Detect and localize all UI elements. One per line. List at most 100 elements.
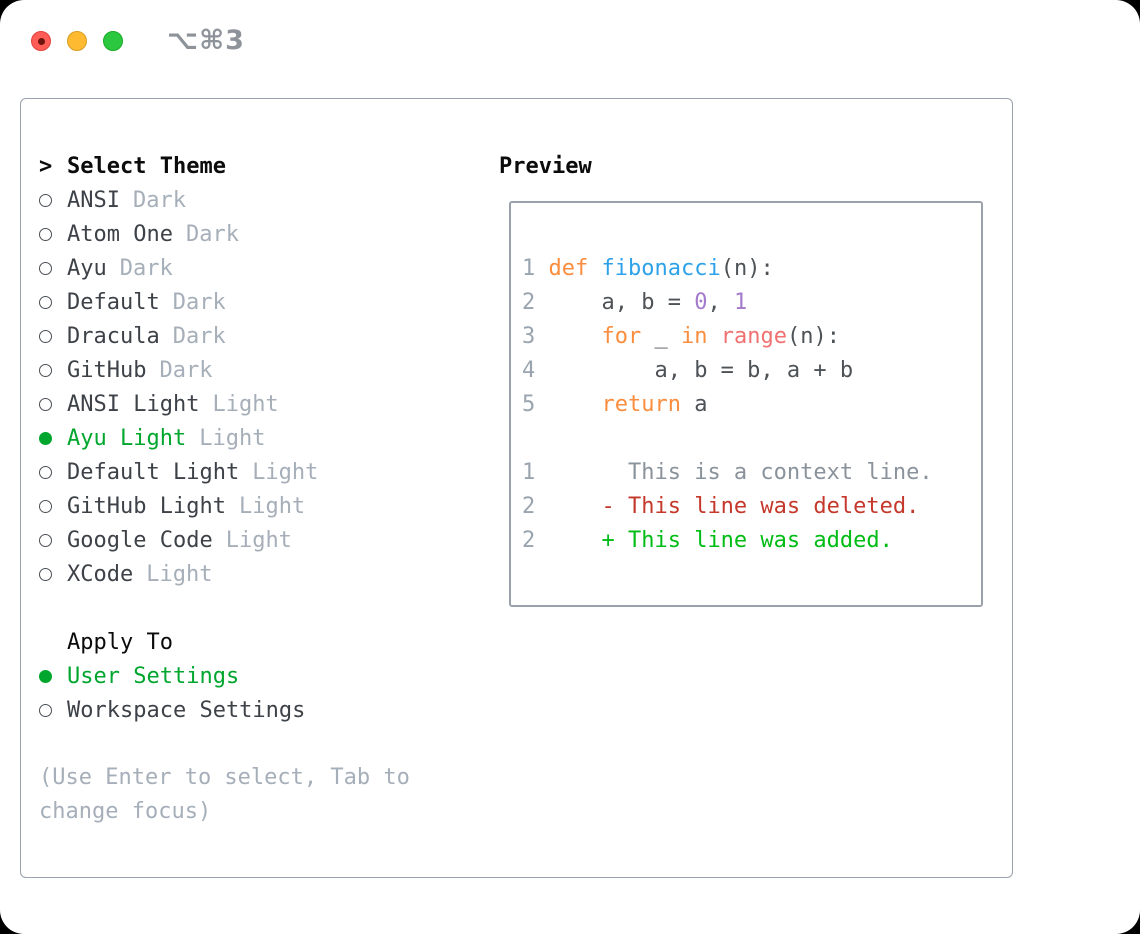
code-token: 1 bbox=[733, 289, 748, 315]
radio-icon bbox=[39, 533, 67, 547]
theme-option-label: Dracula bbox=[67, 323, 160, 349]
code-token bbox=[707, 324, 720, 349]
radio-icon bbox=[39, 329, 67, 343]
preview-line bbox=[522, 421, 933, 455]
theme-option-label: Ayu Light bbox=[67, 425, 187, 451]
circle-glyph bbox=[39, 431, 52, 445]
code-token: in bbox=[680, 323, 708, 349]
theme-option-ayu[interactable]: Ayu Dark bbox=[39, 251, 483, 285]
line-number: 3 bbox=[522, 323, 549, 349]
circle-glyph bbox=[39, 533, 52, 547]
code-token: a bbox=[680, 391, 708, 417]
radio-icon bbox=[39, 567, 67, 581]
code-token: (n): bbox=[720, 255, 774, 281]
code-token: _ bbox=[641, 323, 681, 349]
theme-variant-label: Dark bbox=[132, 187, 186, 213]
window-titlebar: ⌥⌘3 bbox=[0, 0, 1140, 80]
radio-selected-icon bbox=[39, 669, 67, 683]
code-token: + This line was added. bbox=[548, 527, 893, 553]
code-token: return bbox=[601, 391, 681, 417]
preview-line: 3 for _ in range(n): bbox=[522, 319, 933, 353]
theme-variant-label: Dark bbox=[159, 357, 213, 383]
theme-option-label: GitHub bbox=[67, 357, 147, 383]
theme-option-github-light[interactable]: GitHub Light Light bbox=[39, 489, 483, 523]
radio-selected-icon bbox=[39, 431, 67, 445]
theme-variant-label: Dark bbox=[172, 323, 226, 349]
line-number: 2 bbox=[522, 527, 549, 553]
close-dot-icon bbox=[37, 37, 45, 45]
theme-option-xcode[interactable]: XCode Light bbox=[39, 557, 483, 591]
maximize-button[interactable] bbox=[103, 31, 123, 51]
circle-glyph bbox=[39, 363, 52, 377]
preview-line: 2 + This line was added. bbox=[522, 523, 933, 557]
theme-option-label: Default Light bbox=[67, 459, 240, 485]
circle-glyph bbox=[39, 669, 52, 683]
theme-option-label: ANSI Light bbox=[67, 391, 200, 417]
preview-line: 1 This is a context line. bbox=[522, 455, 933, 489]
close-button[interactable] bbox=[31, 31, 51, 51]
apply-to-title: Apply To bbox=[67, 629, 173, 655]
circle-glyph bbox=[39, 329, 52, 343]
preview-title: Preview bbox=[499, 153, 592, 179]
circle-glyph bbox=[39, 227, 52, 241]
theme-option-label: ANSI bbox=[67, 187, 120, 213]
theme-variant-label: Dark bbox=[185, 221, 239, 247]
code-token: This is a context line. bbox=[548, 459, 933, 485]
code-token bbox=[588, 256, 601, 281]
theme-variant-label: Light bbox=[252, 459, 319, 485]
code-token: - This line was deleted. bbox=[548, 493, 920, 519]
line-number: 2 bbox=[522, 289, 549, 315]
theme-option-label: GitHub Light bbox=[67, 493, 226, 519]
preview-line: 5 return a bbox=[522, 387, 933, 421]
minimize-button[interactable] bbox=[67, 31, 87, 51]
circle-glyph bbox=[39, 295, 52, 309]
line-number bbox=[522, 426, 549, 451]
line-number: 5 bbox=[522, 391, 549, 417]
code-token: (n): bbox=[786, 323, 840, 349]
line-number: 2 bbox=[522, 493, 549, 519]
theme-variant-label: Light bbox=[238, 493, 306, 519]
theme-option-dracula[interactable]: Dracula Dark bbox=[39, 319, 483, 353]
radio-icon bbox=[39, 261, 67, 275]
theme-option-ansi[interactable]: ANSI Dark bbox=[39, 183, 483, 217]
code-token: , bbox=[707, 289, 734, 315]
theme-option-label: Ayu bbox=[67, 255, 107, 281]
theme-option-label: Default bbox=[67, 289, 160, 315]
code-token bbox=[549, 392, 602, 417]
theme-variant-label: Light bbox=[146, 561, 213, 587]
theme-option-github[interactable]: GitHub Dark bbox=[39, 353, 483, 387]
radio-icon bbox=[39, 703, 67, 717]
circle-glyph bbox=[39, 397, 52, 411]
code-token: fibonacci bbox=[601, 255, 721, 281]
code-token bbox=[549, 324, 602, 349]
focus-prompt-icon: > bbox=[39, 153, 53, 179]
code-token: a, b = bbox=[548, 289, 695, 315]
theme-variant-label: Dark bbox=[119, 255, 173, 281]
theme-option-default-light[interactable]: Default Light Light bbox=[39, 455, 483, 489]
circle-glyph bbox=[39, 499, 52, 513]
apply-option-label: User Settings bbox=[67, 663, 240, 689]
apply-option-workspace-settings[interactable]: Workspace Settings bbox=[39, 693, 483, 727]
radio-icon bbox=[39, 363, 67, 377]
theme-option-label: XCode bbox=[67, 561, 134, 587]
apply-to-header-row: Apply To bbox=[39, 625, 483, 659]
circle-glyph bbox=[39, 193, 52, 207]
radio-icon bbox=[39, 193, 67, 207]
preview-line: 2 a, b = 0, 1 bbox=[522, 285, 933, 319]
line-number: 4 bbox=[522, 357, 549, 383]
circle-glyph bbox=[39, 703, 52, 717]
apply-option-user-settings[interactable]: User Settings bbox=[39, 659, 483, 693]
radio-icon bbox=[39, 295, 67, 309]
select-theme-header-row: > Select Theme bbox=[39, 149, 483, 183]
